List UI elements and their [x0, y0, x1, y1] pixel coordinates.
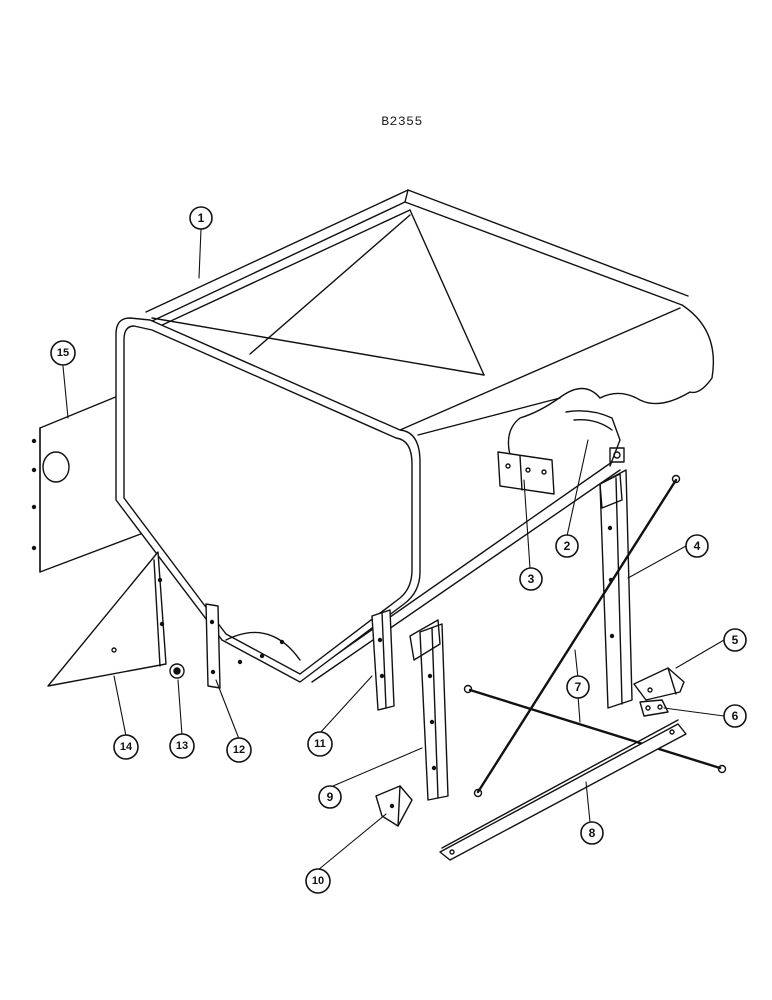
- part-13-bushing: [169, 663, 185, 679]
- callout-11-circle: [307, 731, 333, 757]
- callout-1-circle: [189, 206, 213, 230]
- callout-8-circle: [580, 821, 604, 845]
- callout-6-circle: [723, 704, 747, 728]
- callout-5-label: 5: [732, 633, 739, 647]
- callout-9-circle: [318, 785, 342, 809]
- part-3-mounting-plate: [497, 451, 555, 495]
- part-4-support-channel: [599, 469, 633, 709]
- part-2-inner-bracket: [565, 410, 625, 467]
- callout-4-circle: [685, 534, 709, 558]
- callout-circles: [50, 206, 747, 894]
- callout-13-circle: [169, 733, 195, 759]
- callout-7-circle: [566, 675, 590, 699]
- drawing-number: B2355: [381, 114, 423, 129]
- part-7-brace-rods: [463, 474, 727, 798]
- callout-11-label: 11: [314, 738, 326, 750]
- callout-10-label: 10: [312, 875, 324, 887]
- part-11-leg-stub: [371, 609, 395, 711]
- part-12-strap: [205, 603, 221, 689]
- callout-15-label: 15: [57, 347, 69, 359]
- callout-10-circle: [305, 868, 331, 894]
- callout-5-circle: [723, 628, 747, 652]
- part-5-small-bracket: [633, 667, 685, 701]
- callout-8-label: 8: [589, 826, 596, 840]
- callout-3-circle: [519, 567, 543, 591]
- callout-6-label: 6: [732, 709, 739, 723]
- part-9-leg-channel: [409, 619, 449, 801]
- part-8-angle-brace: [439, 719, 687, 861]
- callout-3-label: 3: [528, 572, 535, 586]
- part-14-triangle-plate: [47, 551, 167, 687]
- part-1-hopper-body: [115, 189, 715, 683]
- callout-12-circle: [226, 737, 252, 763]
- callout-15-circle: [50, 340, 76, 366]
- leader-lines: [62, 228, 725, 871]
- callout-14-circle: [113, 734, 139, 760]
- callout-2-label: 2: [564, 539, 571, 553]
- part-6-link-plate: [639, 699, 669, 717]
- callout-13-label: 13: [176, 740, 188, 752]
- part-10-gusset: [375, 785, 413, 827]
- callout-2-circle: [555, 534, 579, 558]
- callout-9-label: 9: [327, 790, 334, 804]
- callout-4-label: 4: [694, 539, 701, 553]
- callout-7-label: 7: [575, 680, 582, 694]
- callout-12-label: 12: [233, 744, 245, 756]
- callout-14-label: 14: [120, 741, 133, 753]
- callout-1-label: 1: [198, 211, 205, 225]
